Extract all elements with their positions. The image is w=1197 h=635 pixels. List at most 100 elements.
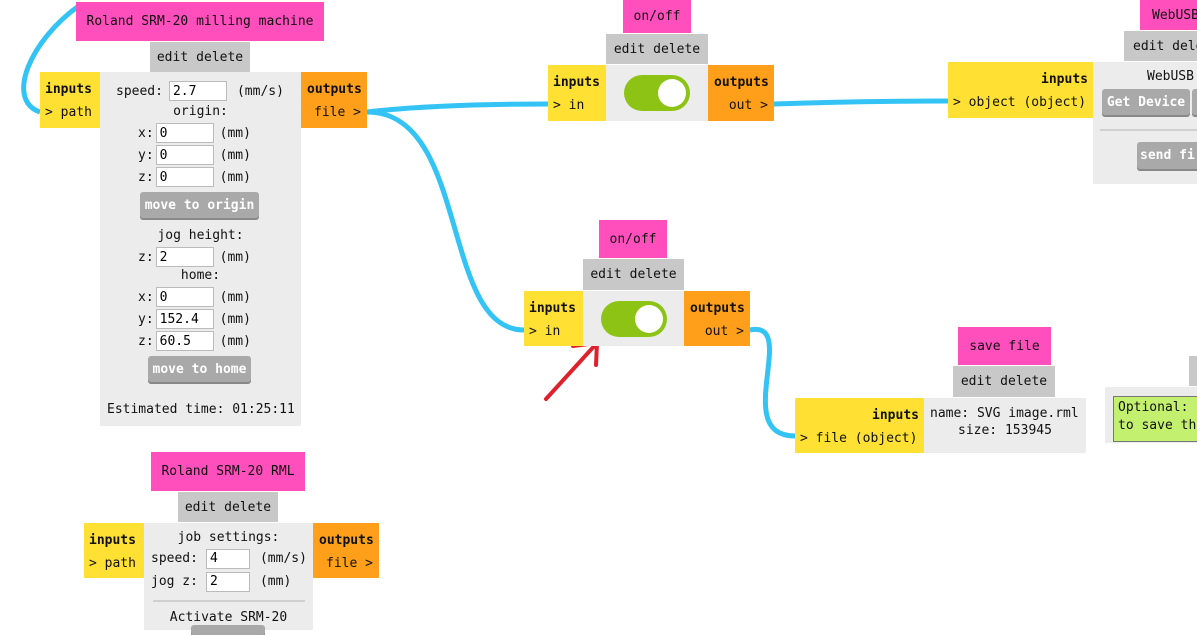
unit-label: (mm) [219, 169, 251, 185]
inputs-label: inputs [553, 75, 600, 90]
outputs-label: outputs [319, 533, 374, 548]
rml-speed-unit: (mm/s) [259, 551, 307, 566]
jog-height-label: jog height: [157, 228, 244, 243]
milling-outputs: outputs file > [301, 72, 367, 128]
milling-edit-bar: edit delete [150, 42, 250, 72]
file-output-port[interactable]: file > [326, 556, 373, 571]
onoff-mid-edit-bar: edit delete [583, 259, 684, 290]
send-file-button[interactable]: send fi [1137, 142, 1197, 169]
origin-z-label: z: [138, 169, 154, 185]
out-output-port[interactable]: out > [704, 324, 744, 339]
save-file-title[interactable]: save file [958, 327, 1051, 365]
rml-outputs: outputs file > [313, 523, 379, 578]
webusb-panel: WebUSB Get Device send fi [1093, 62, 1197, 184]
in-input-port[interactable]: > in [529, 324, 561, 339]
delete-link[interactable]: delete [629, 267, 677, 282]
unit-label: (mm) [219, 289, 251, 305]
home-x-label: x: [138, 289, 154, 305]
home-z-input[interactable] [155, 331, 214, 351]
save-file-inputs: inputs > file (object) [795, 398, 924, 453]
estimated-time: Estimated time: 01:25:11 [107, 402, 295, 417]
rml-jog-label: jog z: [151, 574, 198, 589]
origin-label: origin: [173, 104, 228, 119]
home-x-input[interactable] [155, 287, 214, 307]
save-file-edit-bar: edit delete [953, 366, 1055, 397]
outputs-label: outputs [690, 301, 745, 316]
rml-jog-input[interactable] [205, 571, 250, 592]
rml-title[interactable]: Roland SRM-20 RML [151, 452, 305, 491]
speed-input[interactable] [168, 81, 227, 101]
get-device-button[interactable]: Get Device [1102, 89, 1190, 115]
rml-speed-input[interactable] [205, 548, 250, 569]
file-input-port[interactable]: > file (object) [800, 431, 918, 446]
save-file-size: size: 153945 [958, 423, 1052, 438]
edit-link[interactable]: edit [156, 49, 189, 65]
edit-link[interactable]: edit [184, 499, 217, 515]
note-edit-bar [1189, 356, 1197, 386]
origin-y-input[interactable] [155, 145, 214, 165]
onoff-top-edit-bar: edit delete [606, 34, 708, 64]
edit-link[interactable]: edit [590, 267, 622, 282]
rml-speed-label: speed: [151, 551, 198, 566]
inputs-label: inputs [529, 301, 576, 316]
origin-x-input[interactable] [155, 123, 214, 143]
object-input-port[interactable]: > object (object) [953, 95, 1087, 110]
save-file-name: name: SVG image.rml [930, 406, 1079, 421]
path-input-port[interactable]: > path [89, 556, 136, 571]
onoff-top-title[interactable]: on/off [623, 0, 691, 33]
rml-panel: job settings: speed: (mm/s) jog z: (mm) … [144, 523, 313, 635]
inputs-label: inputs [872, 408, 919, 423]
home-y-input[interactable] [155, 309, 214, 329]
note-line-1: Optional: [1118, 400, 1189, 415]
activate-button[interactable] [191, 625, 265, 635]
delete-link[interactable]: delete [1000, 374, 1048, 389]
annotation-arrow-icon [544, 341, 599, 401]
edit-link[interactable]: edit dele [1133, 38, 1197, 54]
milling-title[interactable]: Roland SRM-20 milling machine [76, 2, 324, 41]
webusb-title[interactable]: WebUSB [1140, 0, 1197, 30]
unit-label: (mm) [219, 311, 251, 327]
unit-label: (mm) [219, 125, 251, 141]
unit-label: (mm) [219, 333, 251, 349]
outputs-label: outputs [307, 82, 362, 97]
outputs-label: outputs [714, 75, 769, 90]
move-to-origin-button[interactable]: move to origin [140, 192, 259, 218]
onoff-top-inputs: inputs > in [548, 65, 606, 121]
rml-inputs: inputs > path [84, 523, 144, 578]
out-output-port[interactable]: out > [728, 98, 768, 113]
jog-z-label: z: [138, 249, 154, 265]
divider [1100, 129, 1197, 131]
home-label: home: [180, 268, 221, 283]
webusb-inputs: inputs > object (object) [948, 62, 1093, 118]
in-input-port[interactable]: > in [553, 98, 585, 113]
wire-into-milling [21, 2, 82, 115]
onoff-mid-inputs: inputs > in [524, 291, 583, 346]
move-to-home-button[interactable]: move to home [148, 356, 251, 382]
webusb-second-button[interactable] [1192, 89, 1197, 115]
onoff-mid-title[interactable]: on/off [599, 220, 667, 258]
edit-link[interactable]: edit [613, 41, 646, 57]
delete-link[interactable]: delete [653, 41, 701, 57]
unit-label: (mm) [219, 147, 251, 163]
onoff-top-panel [606, 65, 708, 121]
optional-note-textarea[interactable]: Optional: to save th [1113, 396, 1197, 442]
activate-srm20-label: Activate SRM-20 [169, 610, 288, 625]
milling-inputs: inputs > path [40, 72, 100, 128]
inputs-label: inputs [89, 533, 136, 548]
file-output-port[interactable]: file > [314, 105, 361, 120]
origin-x-label: x: [138, 125, 154, 141]
onoff-toggle-switch[interactable] [624, 75, 690, 111]
jog-z-input[interactable] [155, 247, 214, 267]
wire-top-onoff-to-webusb [773, 98, 949, 107]
speed-label: speed: [116, 83, 163, 99]
path-input-port[interactable]: > path [45, 105, 92, 120]
job-settings-label: job settings: [177, 530, 280, 545]
origin-z-input[interactable] [155, 167, 214, 187]
onoff-toggle-switch[interactable] [600, 300, 667, 337]
wire-mid-onoff-to-save [749, 327, 796, 439]
delete-link[interactable]: delete [196, 49, 244, 65]
edit-link[interactable]: edit [960, 374, 993, 389]
delete-link[interactable]: delete [224, 499, 272, 515]
inputs-label: inputs [1041, 72, 1088, 87]
